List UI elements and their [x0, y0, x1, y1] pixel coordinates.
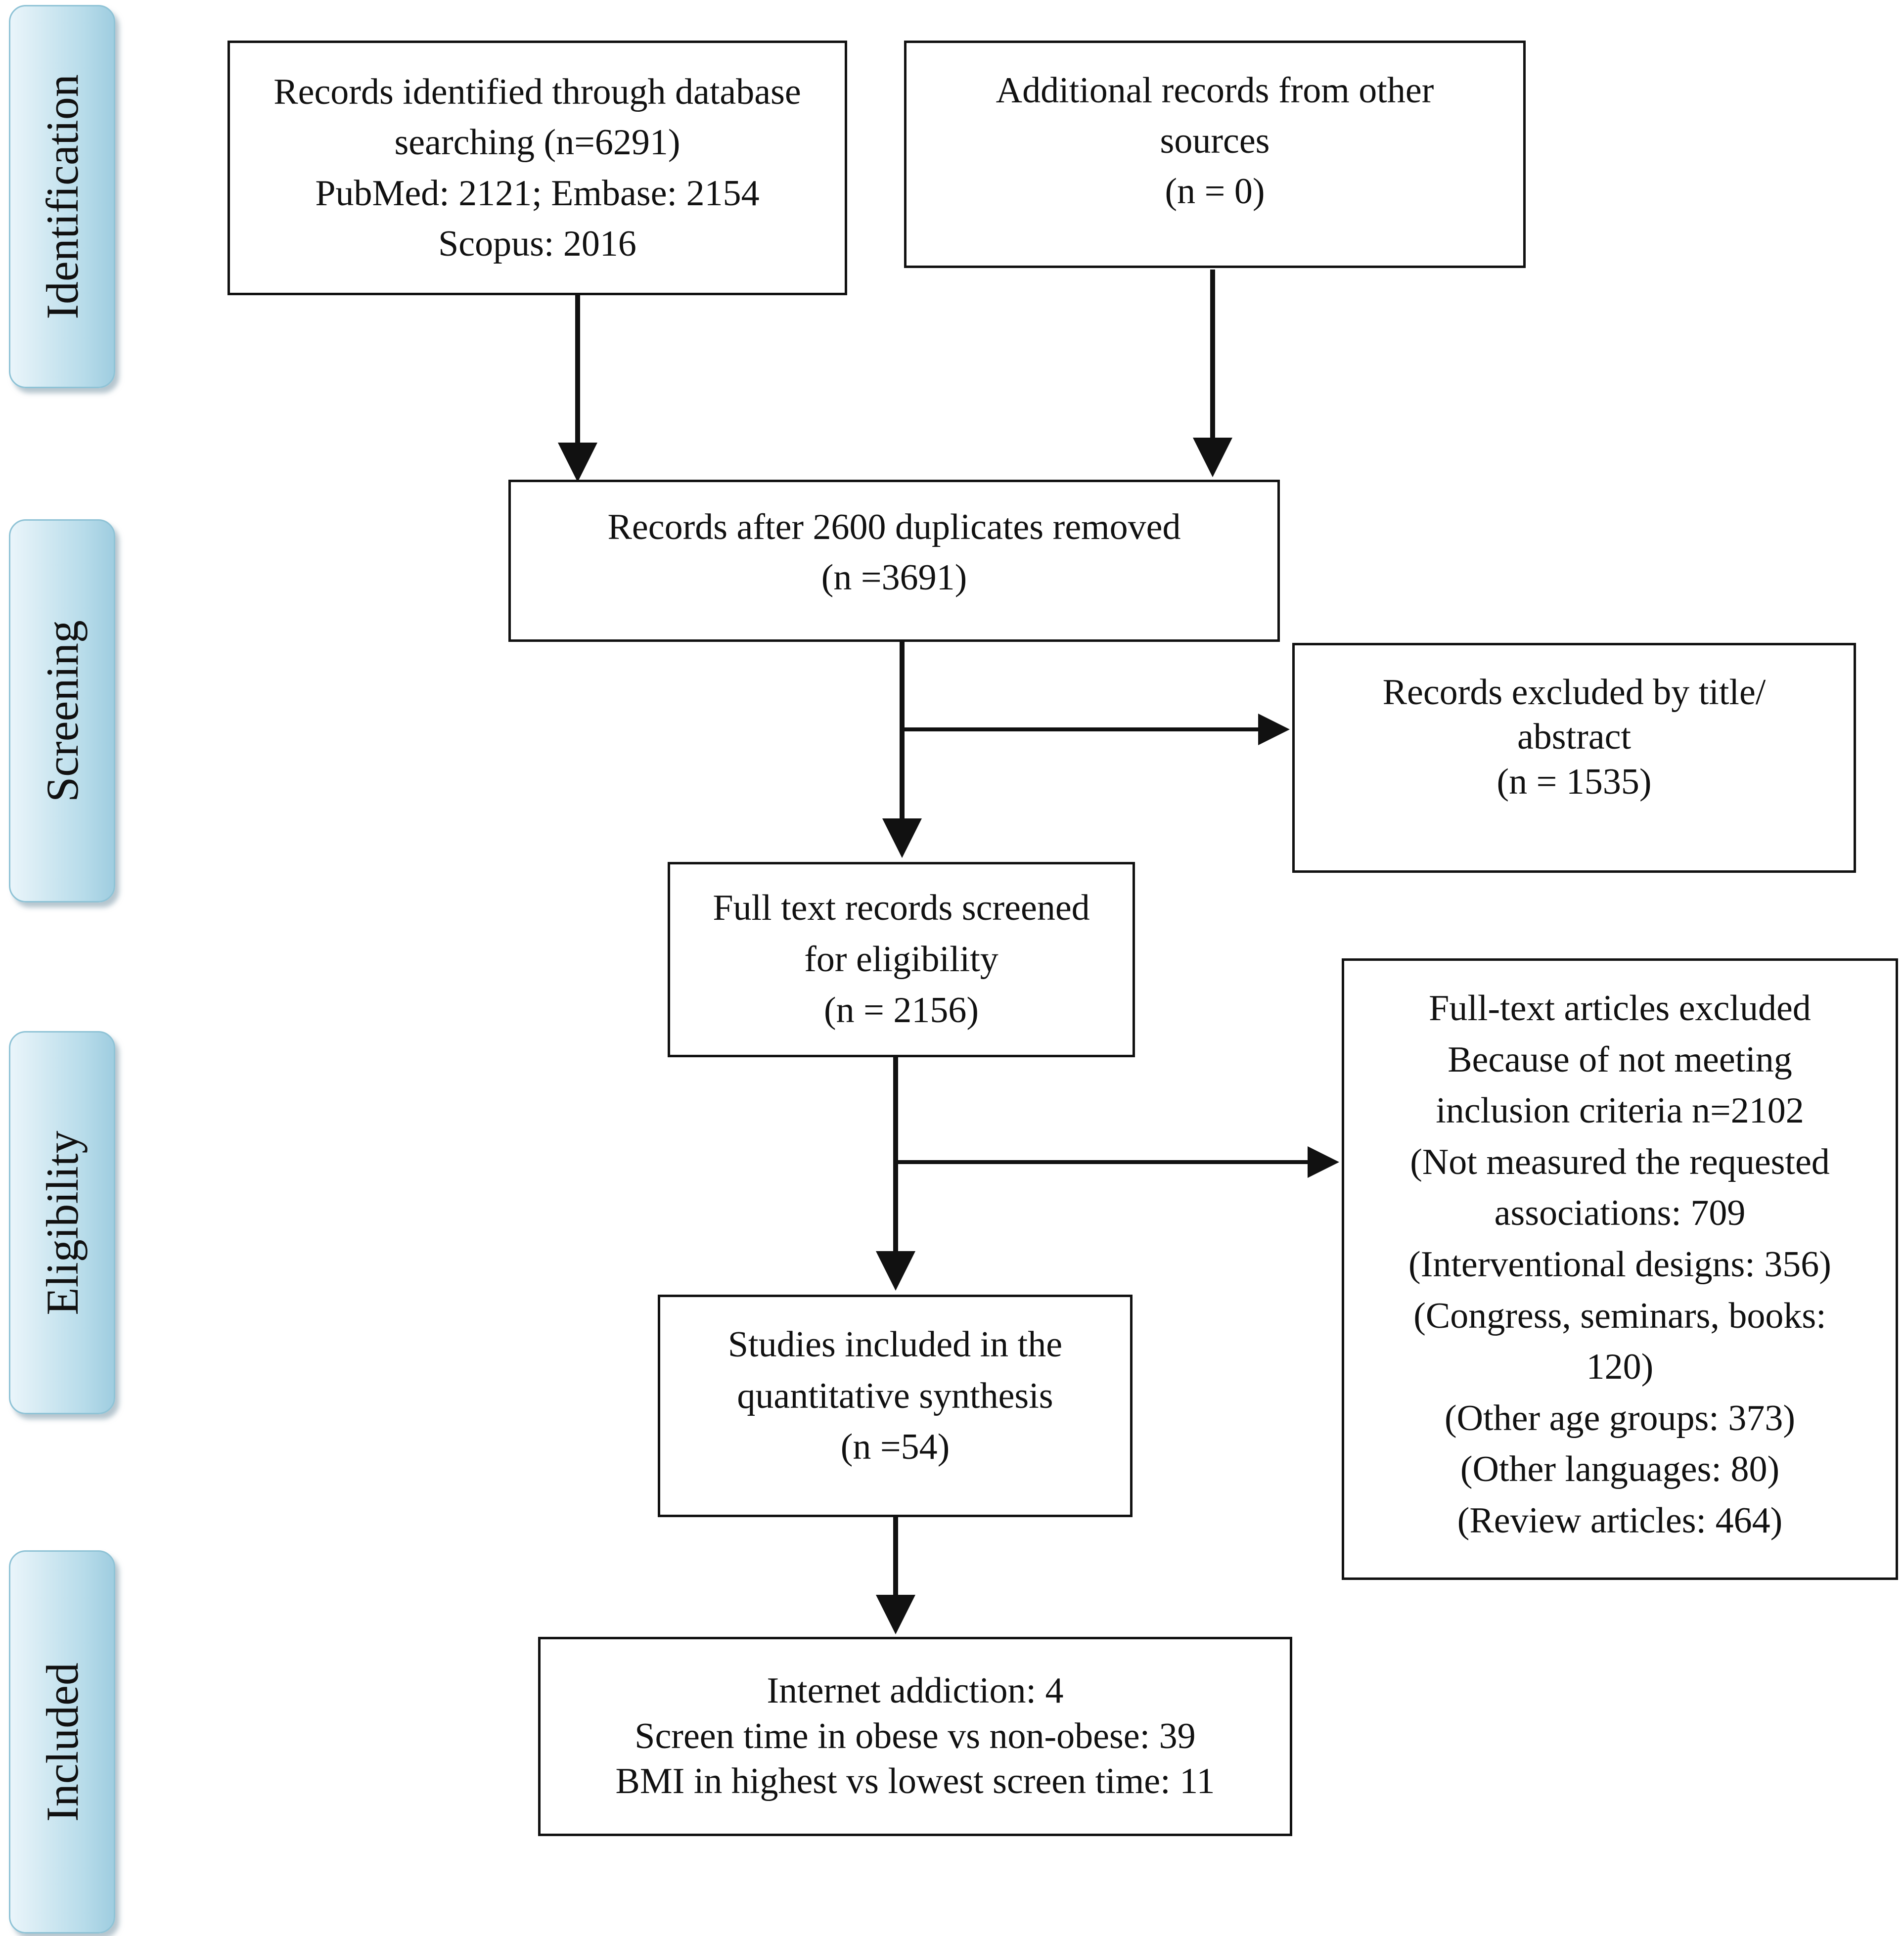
box-studies-included: Studies included in the quantitative syn… [658, 1295, 1133, 1517]
box-full-text-screened: Full text records screened for eligibili… [668, 862, 1135, 1057]
box-included-breakdown: Internet addiction: 4 Screen time in obe… [538, 1637, 1292, 1836]
phase-eligibility: Eligibility [9, 1031, 115, 1414]
phase-included: Included [9, 1550, 115, 1934]
box-additional-records: Additional records from other sources (n… [904, 41, 1526, 268]
box-after-duplicates: Records after 2600 duplicates removed (n… [508, 480, 1280, 642]
box-records-identified: Records identified through database sear… [227, 41, 847, 295]
box-excluded-title-abstract: Records excluded by title/ abstract (n =… [1292, 643, 1856, 873]
box-full-text-excluded: Full-text articles excluded Because of n… [1342, 958, 1898, 1580]
phase-identification: Identification [9, 5, 115, 388]
phase-screening: Screening [9, 519, 115, 902]
